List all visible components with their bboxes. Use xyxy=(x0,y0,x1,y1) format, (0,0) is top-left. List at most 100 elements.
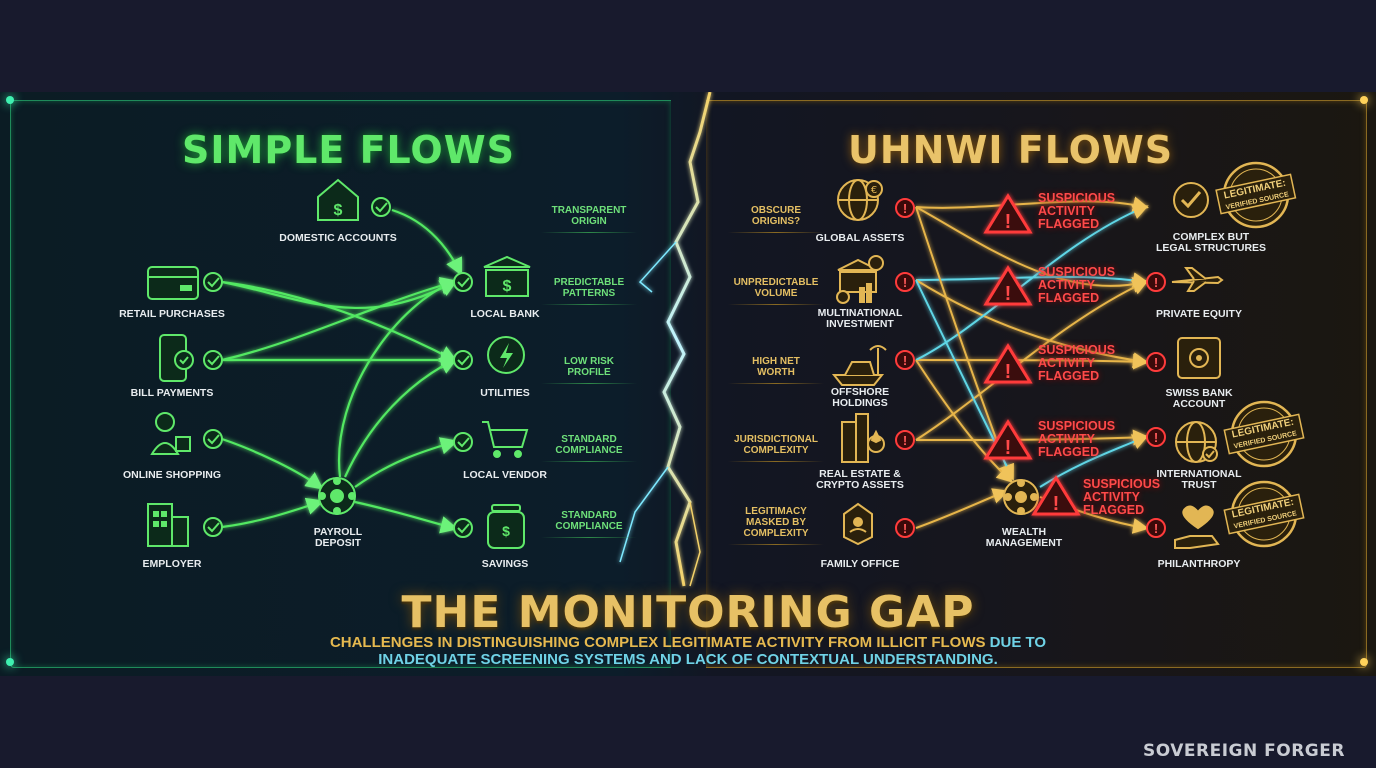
corner-glow xyxy=(6,658,14,666)
note-line: PATTERNS xyxy=(562,288,616,299)
note-line: ORIGINS? xyxy=(751,216,801,227)
shopper-icon xyxy=(150,412,191,455)
private-jet-icon xyxy=(1171,267,1224,292)
svg-text:€: € xyxy=(871,185,877,196)
globe-trust-icon xyxy=(1175,421,1218,463)
label-line: MULTINATIONAL xyxy=(817,307,903,319)
note-divider xyxy=(541,304,637,305)
hub-label-line: DEPOSIT xyxy=(314,537,362,549)
label-line: REAL ESTATE & xyxy=(819,468,901,480)
note-line: HIGH NET xyxy=(752,356,800,367)
node-label: LOCAL BANK xyxy=(470,308,540,320)
wealth-hub-icon xyxy=(1003,479,1039,515)
note-line: PROFILE xyxy=(567,367,611,378)
svg-text:!: ! xyxy=(903,275,907,290)
note-line: LEGITIMACY xyxy=(745,506,807,517)
hub-label-line: WEALTH xyxy=(1001,526,1047,538)
yacht-palm-icon xyxy=(831,345,887,386)
svg-text:!: ! xyxy=(1154,275,1158,290)
globe-euro-icon: € xyxy=(837,179,883,221)
node-label: FAMILY OFFICE xyxy=(821,559,900,570)
skyscraper-crypto-icon xyxy=(841,413,885,463)
flag-line: SUSPICIOUS xyxy=(1038,343,1116,357)
note-divider xyxy=(728,304,824,305)
node-label: UTILITIES xyxy=(480,387,530,399)
label-line: HOLDINGS xyxy=(832,397,888,409)
node-label: DOMESTIC ACCOUNTS xyxy=(279,232,397,244)
left-frame xyxy=(10,100,671,668)
note-divider xyxy=(728,232,824,233)
lightning-gear-icon xyxy=(487,336,525,374)
warning-badges: ! ! ! ! ! ! ! ! ! xyxy=(895,198,1166,538)
node-label: EMPLOYER xyxy=(142,558,202,570)
exclamation-icon: ! xyxy=(1146,427,1166,447)
svg-text:!: ! xyxy=(1053,493,1060,515)
node-label: GLOBAL ASSETS xyxy=(816,233,905,244)
checkmark-seal-icon xyxy=(1173,182,1209,218)
label-line: COMPLEX BUT xyxy=(1172,231,1250,243)
payroll-hub-icon xyxy=(318,477,356,515)
warning-triangle-icon: ! xyxy=(1031,475,1081,516)
note-divider xyxy=(541,461,637,462)
office-building-icon xyxy=(147,503,189,547)
label-line: SWISS BANK xyxy=(1165,387,1233,399)
note-divider xyxy=(728,544,824,545)
check-icon xyxy=(453,272,473,292)
flow-diagram: $ $ $ € ! ! ! xyxy=(147,92,1305,587)
label-line: TRUST xyxy=(1181,479,1217,491)
corner-glow xyxy=(1360,658,1368,666)
node-label: PRIVATE EQUITY xyxy=(1156,309,1242,320)
note-divider xyxy=(541,232,637,233)
warning-triangle-icon: ! xyxy=(983,419,1033,460)
smartphone-icon xyxy=(159,334,194,382)
check-icon xyxy=(203,429,223,449)
svg-text:$: $ xyxy=(503,278,512,295)
svg-text:!: ! xyxy=(1005,437,1012,459)
subtitle-line: INADEQUATE SCREENING SYSTEMS AND LACK OF… xyxy=(378,651,998,668)
subtitle-line: CHALLENGES IN DISTINGUISHING COMPLEX LEG… xyxy=(0,634,1376,651)
node-label: RETAIL PURCHASES xyxy=(119,308,225,320)
legitimate-stamps xyxy=(1215,161,1305,548)
flag-line: ACTIVITY xyxy=(1038,432,1095,446)
flag-line: ACTIVITY xyxy=(1038,204,1095,218)
note-line: STANDARD xyxy=(561,510,617,521)
flag-line: SUSPICIOUS xyxy=(1038,191,1116,205)
note-line: UNPREDICTABLE xyxy=(733,277,819,288)
warning-triangle-icon: ! xyxy=(983,343,1033,384)
check-icon xyxy=(453,432,473,452)
uhnwi-flows-title: UHNWI FLOWS xyxy=(848,128,1174,172)
exclamation-icon: ! xyxy=(895,350,915,370)
note-line: ORIGIN xyxy=(571,216,607,227)
safe-vault-icon xyxy=(1177,337,1221,379)
node-label: PHILANTHROPY xyxy=(1158,559,1241,570)
check-icon xyxy=(203,517,223,537)
note-divider xyxy=(541,383,637,384)
check-icon xyxy=(371,197,391,217)
corner-glow xyxy=(1360,96,1368,104)
note-line: PREDICTABLE xyxy=(553,277,625,288)
hub-label-line: PAYROLL xyxy=(313,526,363,538)
flag-line: FLAGGED xyxy=(1038,291,1100,305)
svg-text:!: ! xyxy=(1154,430,1158,445)
flag-line: FLAGGED xyxy=(1038,369,1100,383)
label-line: INVESTMENT xyxy=(826,318,894,330)
note-line: COMPLEXITY xyxy=(743,528,809,539)
credit-card-icon xyxy=(147,266,199,300)
